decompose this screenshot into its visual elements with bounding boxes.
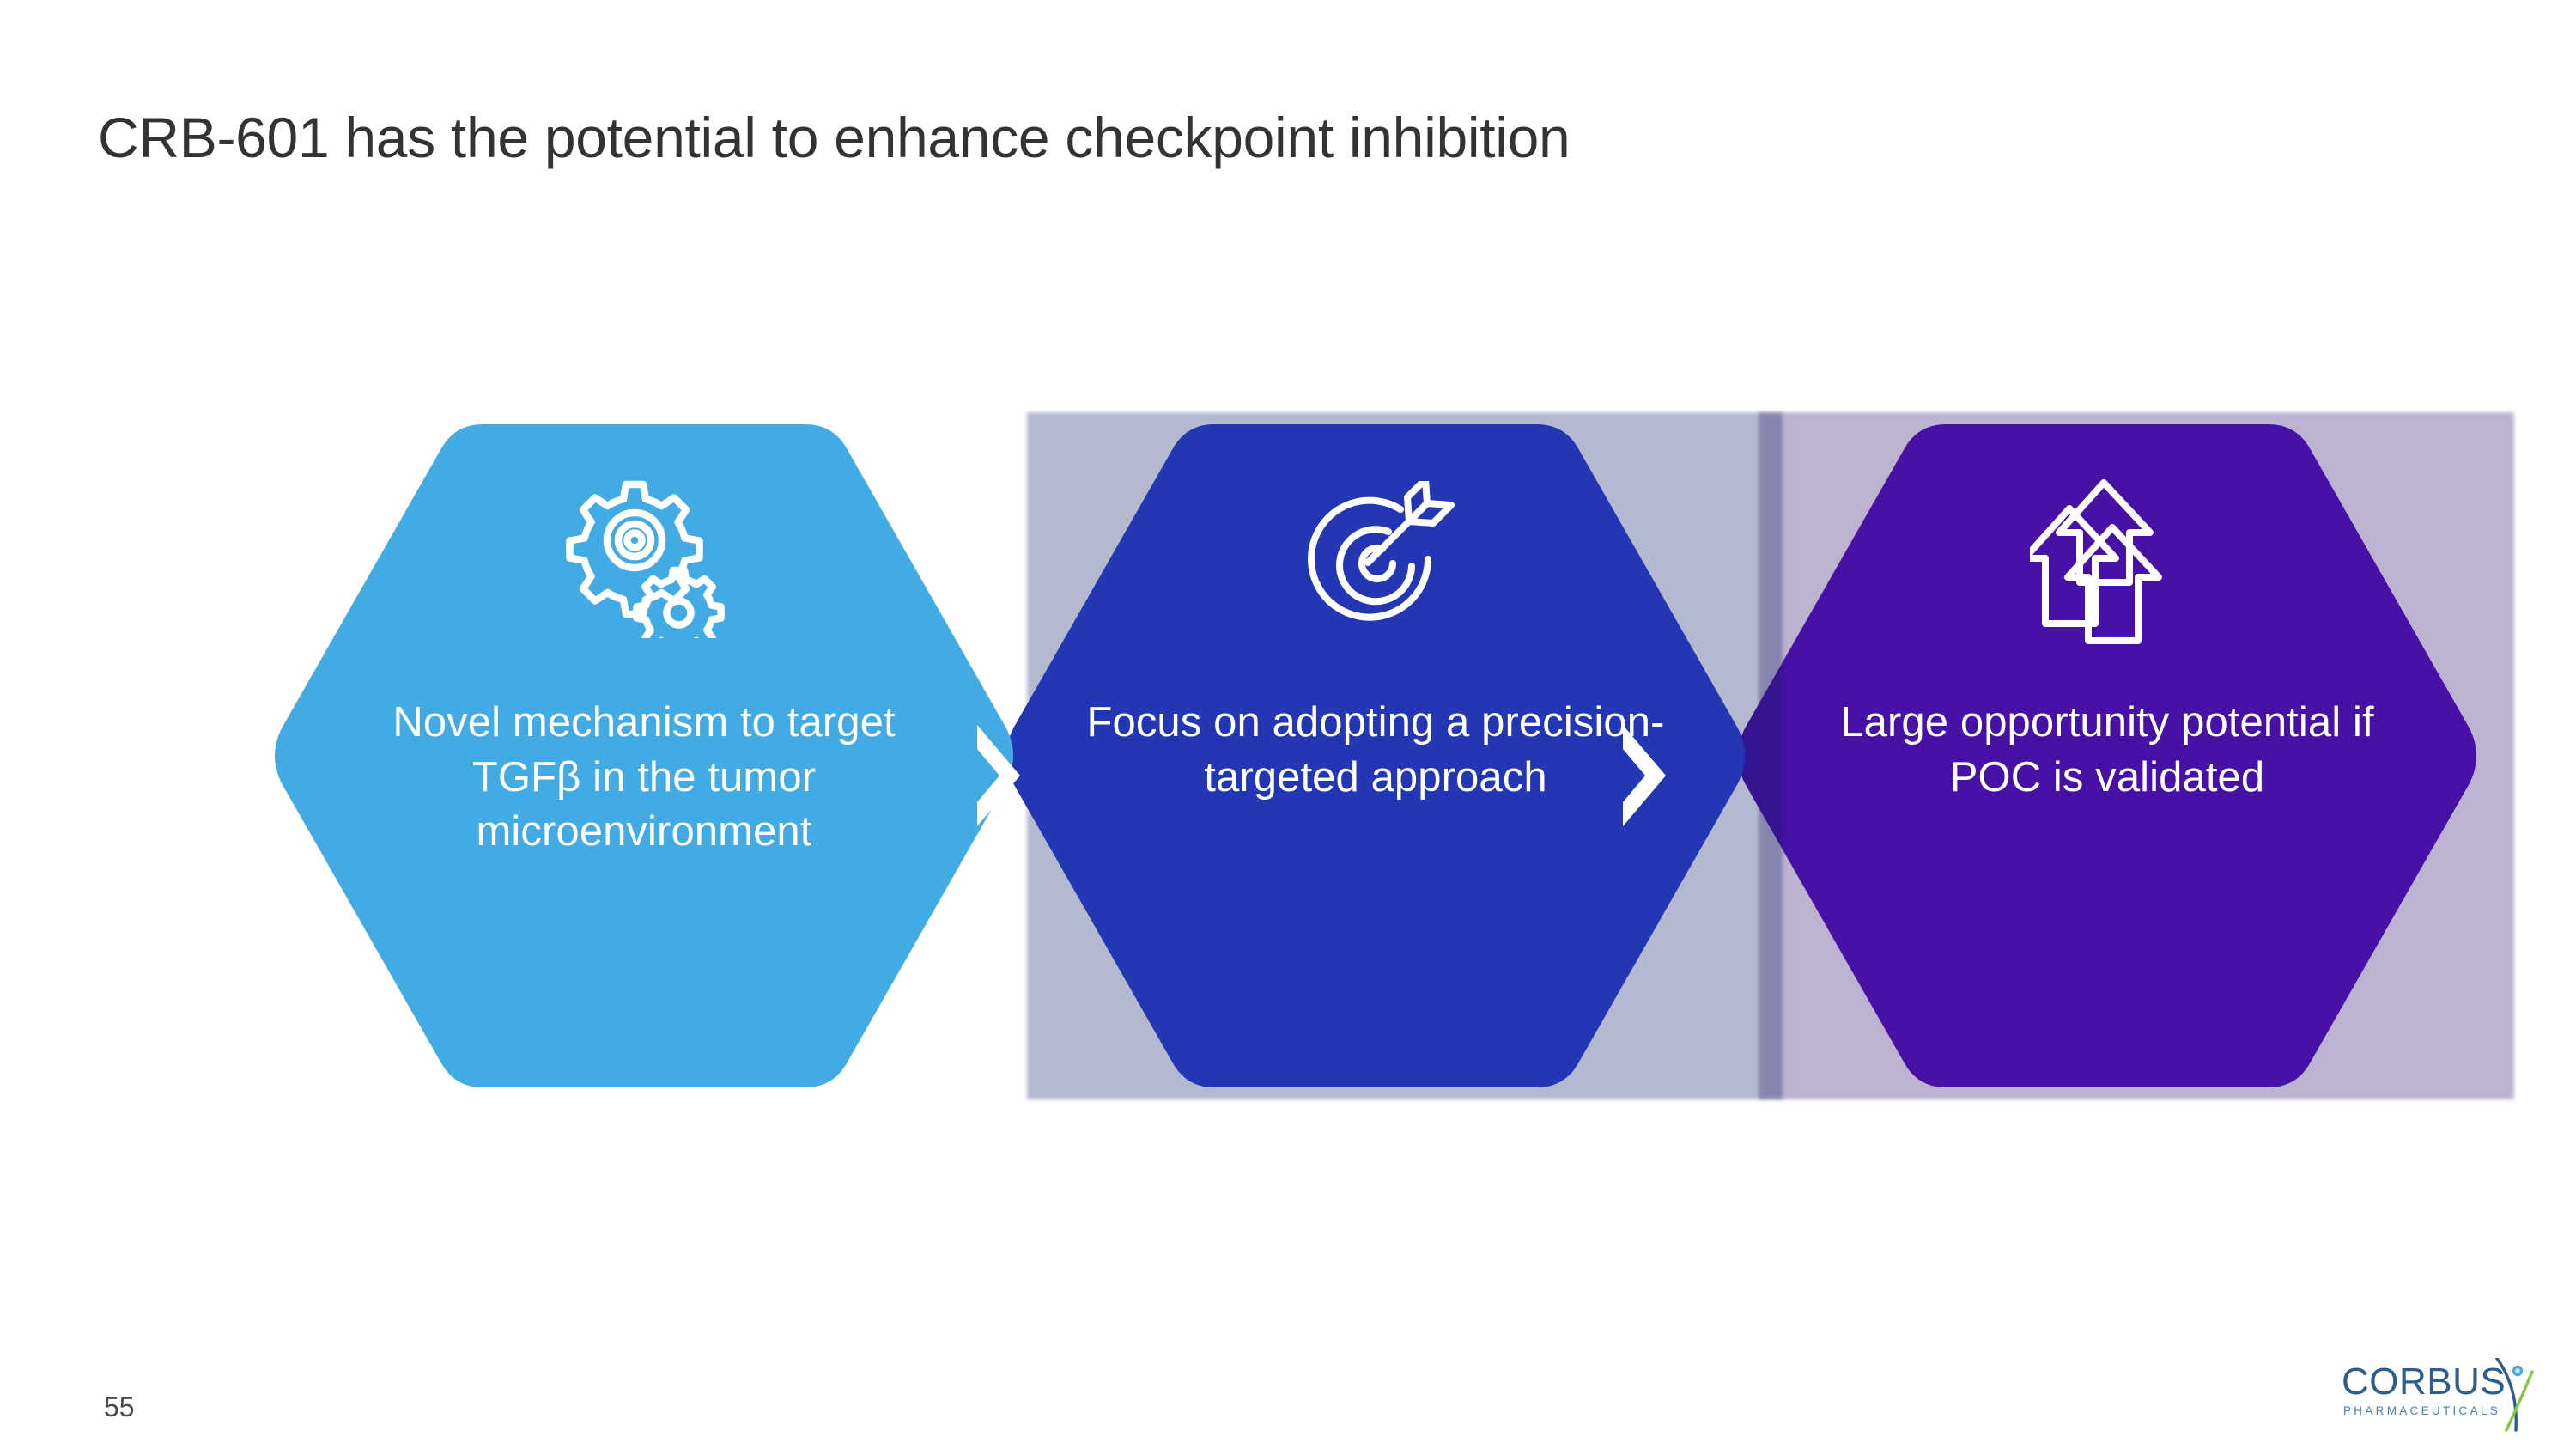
hexagon-shape-1 bbox=[266, 412, 1022, 1099]
process-step-3-label: Large opportunity potential if POC is va… bbox=[1840, 699, 2374, 801]
logo-wordmark: CORBUS bbox=[2342, 1361, 2506, 1403]
process-step-2-label: Focus on adopting a precision-targeted a… bbox=[1086, 699, 1665, 801]
logo-tagline: PHARMACEUTICALS bbox=[2343, 1404, 2500, 1417]
logo-figure-mark bbox=[2494, 1358, 2534, 1432]
process-step-1-label: Novel mechanism to target TGFβ in the tu… bbox=[392, 699, 896, 855]
hexagon-shape-2 bbox=[998, 412, 1753, 1099]
page-number: 55 bbox=[104, 1391, 135, 1422]
chevron-right-icon bbox=[1614, 720, 1674, 831]
page-title: CRB-601 has the potential to enhance che… bbox=[98, 106, 1571, 169]
hexagon-shape-3 bbox=[1729, 412, 2485, 1099]
process-step-1[interactable]: Novel mechanism to target TGFβ in the tu… bbox=[266, 412, 1022, 1099]
process-step-3[interactable]: Large opportunity potential if POC is va… bbox=[1729, 412, 2514, 1099]
chevron-right-icon bbox=[969, 720, 1029, 831]
process-hexagon-row: Novel mechanism to target TGFβ in the tu… bbox=[0, 404, 2576, 1108]
corbus-logo: CORBUS PHARMACEUTICALS bbox=[2342, 1358, 2539, 1432]
